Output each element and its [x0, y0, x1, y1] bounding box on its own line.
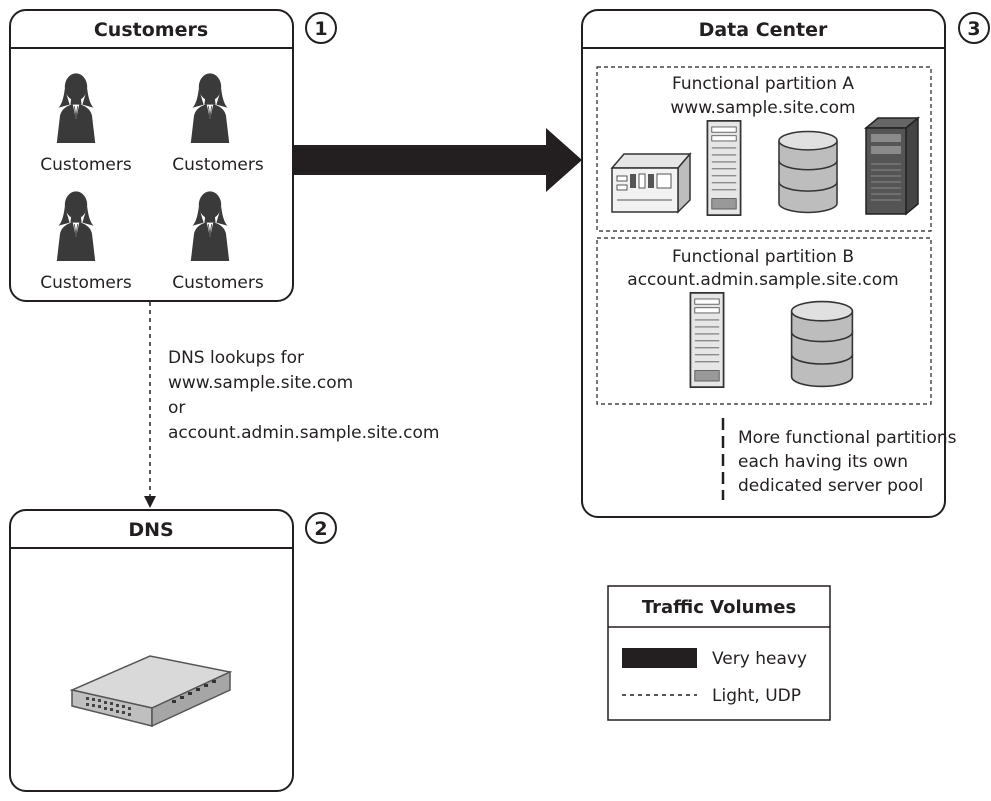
dns-lookup-arrow — [144, 302, 156, 508]
desktop-server-icon — [610, 151, 692, 214]
partition-b-title: Functional partition B — [672, 247, 854, 267]
traffic-legend: Traffic Volumes Very heavy Light, UDP — [607, 585, 831, 721]
tower-server-icon — [706, 120, 742, 216]
datacenter-panel: Data Center 3 Functional partition A www… — [581, 9, 990, 518]
more-partitions-note-line: dedicated server pool — [738, 476, 923, 496]
step-1-number: 1 — [314, 18, 327, 40]
dns-panel-title: DNS — [128, 519, 173, 541]
dns-note-line: www.sample.site.com — [168, 373, 353, 393]
step-2-number: 2 — [314, 518, 327, 540]
legend-light-label: Light, UDP — [712, 686, 801, 706]
datacenter-panel-title: Data Center — [699, 19, 828, 41]
customer-label: Customers — [40, 273, 132, 293]
heavy-traffic-arrow — [293, 128, 582, 192]
dns-note-line: account.admin.sample.site.com — [168, 423, 439, 443]
customers-panel-title: Customers — [94, 19, 208, 41]
functional-partition-b: Functional partition B account.admin.sam… — [596, 237, 932, 405]
step-3-badge: 3 — [958, 12, 990, 44]
step-2-badge: 2 — [305, 512, 337, 544]
dark-server-icon — [863, 116, 921, 216]
customers-panel: Customers 1 Customers Customers Customer… — [9, 9, 337, 302]
dns-note-line: DNS lookups for — [168, 348, 304, 368]
partition-b-host: account.admin.sample.site.com — [627, 270, 898, 290]
network-switch-icon — [69, 655, 233, 728]
dns-lookup-note: DNS lookups for www.sample.site.com or a… — [168, 348, 439, 443]
partition-a-host: www.sample.site.com — [670, 98, 855, 118]
legend-title: Traffic Volumes — [642, 597, 796, 618]
customer-label: Customers — [172, 155, 264, 175]
functional-partition-a: Functional partition A www.sample.site.c… — [596, 66, 932, 232]
more-partitions-note-line: each having its own — [738, 452, 908, 472]
tower-server-icon — [689, 292, 725, 388]
step-1-badge: 1 — [305, 12, 337, 44]
customer-label: Customers — [172, 273, 264, 293]
legend-heavy-label: Very heavy — [712, 649, 807, 669]
database-icon — [778, 130, 838, 214]
step-3-number: 3 — [967, 18, 980, 40]
more-partitions-note-line: More functional partitions — [738, 428, 957, 448]
partition-a-title: Functional partition A — [672, 74, 854, 94]
database-icon — [790, 300, 854, 388]
dns-panel: DNS 2 — [9, 509, 337, 792]
legend-heavy-swatch — [622, 648, 697, 668]
dns-note-line: or — [168, 398, 185, 418]
customer-label: Customers — [40, 155, 132, 175]
